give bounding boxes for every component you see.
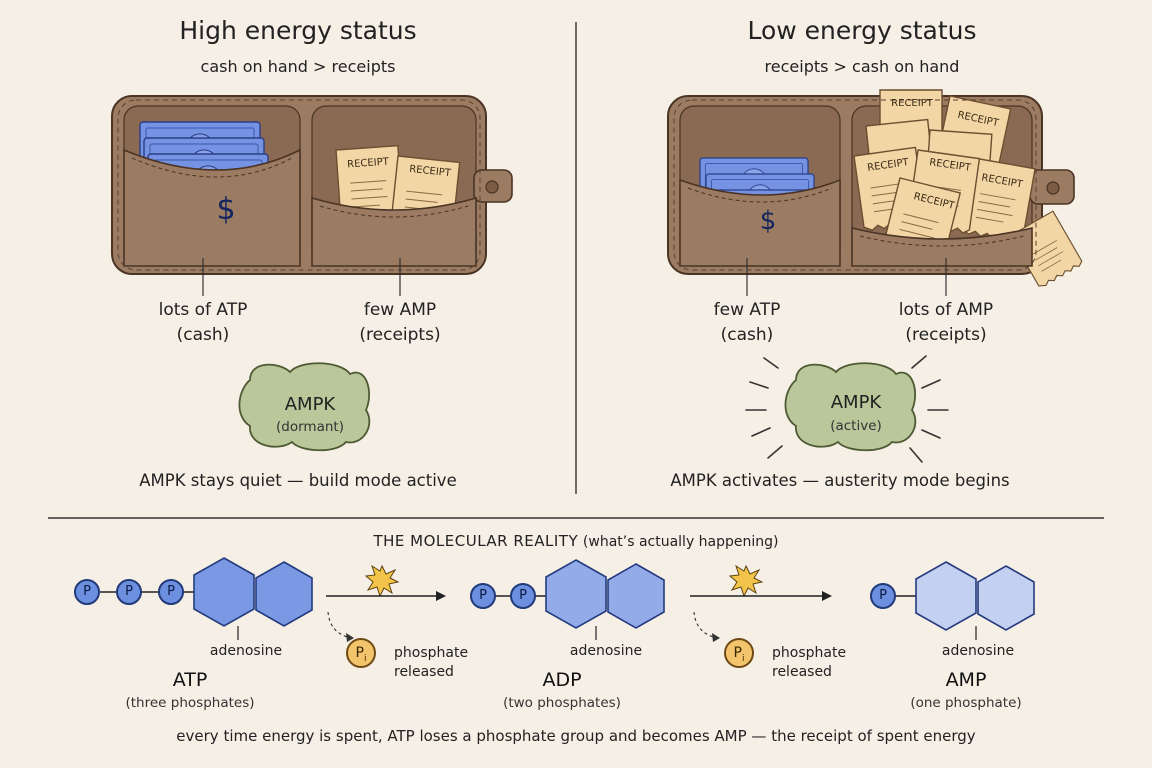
inorganic-phosphate-icon: Pi — [346, 638, 376, 668]
high-energy-subtitle: cash on hand > receipts — [200, 57, 396, 76]
release-arrow-1 — [327, 611, 353, 639]
receipt-label: RECEIPT — [891, 98, 933, 109]
phosphate-icon: P — [470, 583, 496, 609]
wallet-high-energy — [111, 95, 513, 275]
low-atp-label: few ATP (cash) — [713, 300, 781, 345]
high-energy-title: High energy status — [179, 16, 417, 45]
dollar-icon: $ — [216, 192, 236, 227]
phosphate-icon: P — [116, 579, 142, 605]
adenosine-label: adenosine — [569, 643, 643, 659]
adp-subtitle: (two phosphates) — [503, 695, 621, 711]
phosphate-icon: P — [74, 579, 100, 605]
wallet-low-energy — [667, 89, 1084, 290]
amp-molecule — [886, 561, 1035, 640]
ampk-blob-active — [784, 362, 917, 452]
high-atp-label: lots of ATP (cash) — [158, 300, 248, 345]
low-energy-title: Low energy status — [747, 16, 977, 45]
amp-name: AMP — [945, 669, 987, 691]
phosphate-icon: P — [510, 583, 536, 609]
amp-subtitle: (one phosphate) — [910, 695, 1022, 711]
high-amp-label: few AMP (receipts) — [359, 300, 441, 345]
low-energy-caption: AMPK activates — austerity mode begins — [670, 471, 1010, 490]
ampk-blob-dormant — [238, 362, 371, 452]
dollar-icon: $ — [759, 206, 777, 236]
inorganic-phosphate-icon: Pi — [724, 638, 754, 668]
phosphate-icon: P — [158, 579, 184, 605]
release-arrow-2 — [693, 611, 719, 639]
low-energy-subtitle: receipts > cash on hand — [764, 57, 960, 76]
atp-name: ATP — [172, 669, 208, 691]
ampk-state-dormant: (dormant) — [276, 419, 344, 435]
phosphate-released-label: phosphate released — [394, 645, 469, 680]
phosphate-released-label: phosphate released — [772, 645, 847, 680]
energy-spark-1 — [364, 564, 400, 598]
adenosine-label: adenosine — [209, 643, 283, 659]
adp-name: ADP — [542, 669, 582, 691]
activation-rays — [745, 355, 949, 463]
adenosine-label: adenosine — [941, 643, 1015, 659]
ampk-label-active: AMPK — [830, 392, 882, 413]
ampk-state-active: (active) — [830, 418, 882, 434]
ampk-label-dormant: AMPK — [284, 394, 336, 415]
phosphate-icon: P — [870, 583, 896, 609]
low-amp-label: lots of AMP (receipts) — [898, 300, 994, 345]
energy-spark-2 — [728, 564, 764, 598]
high-energy-caption: AMPK stays quiet — build mode active — [139, 471, 457, 490]
footer-caption: every time energy is spent, ATP loses a … — [176, 727, 976, 745]
molecular-heading: THE MOLECULAR REALITY (what’s actually h… — [373, 532, 779, 550]
atp-subtitle: (three phosphates) — [125, 695, 255, 711]
